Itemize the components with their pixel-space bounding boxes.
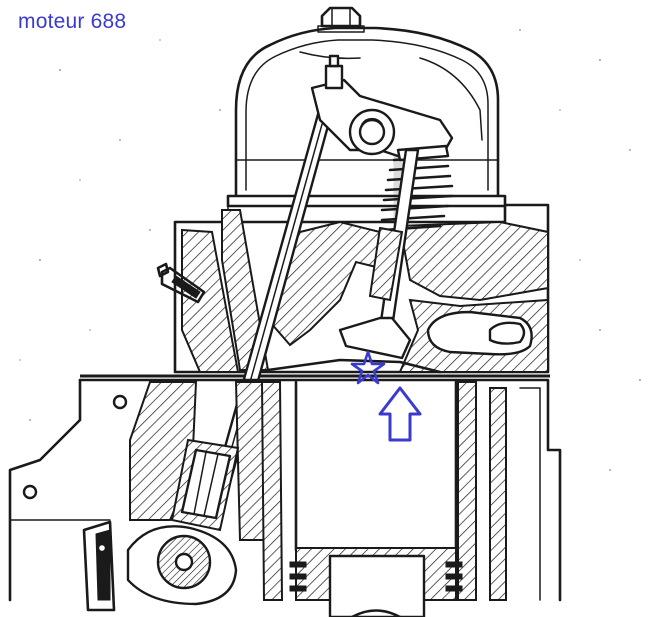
up-arrow-icon	[378, 386, 422, 442]
crank-seal	[82, 520, 116, 612]
valve-assembly	[338, 144, 454, 360]
rocker-arm	[310, 54, 454, 162]
paper-speckles	[19, 29, 641, 471]
engine-block	[8, 378, 562, 602]
piston	[289, 547, 463, 617]
annotation-star	[350, 350, 386, 385]
camshaft	[126, 525, 238, 606]
tappet	[170, 438, 240, 532]
piston-rings	[289, 561, 463, 592]
diagram-caption: moteur 688	[18, 10, 127, 33]
